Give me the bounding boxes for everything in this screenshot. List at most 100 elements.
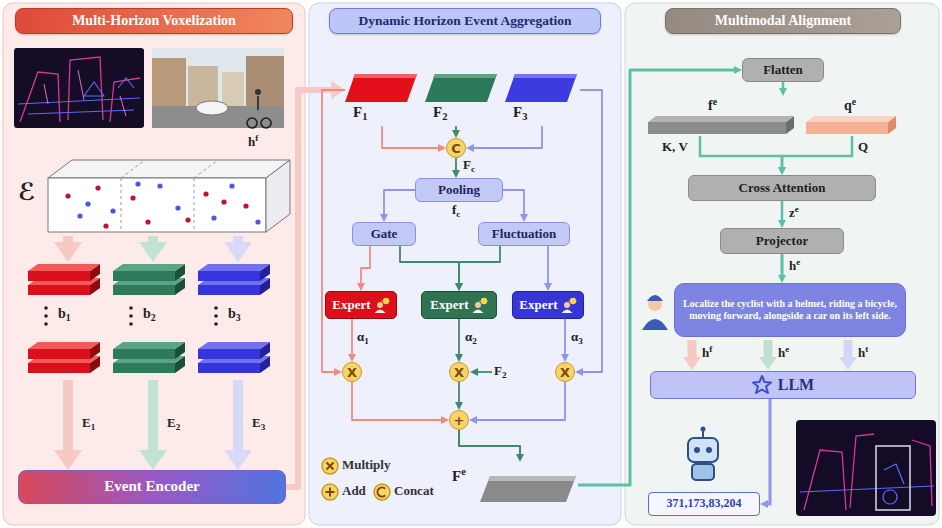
box-label: Gate <box>371 227 398 242</box>
add-circle: + <box>449 410 469 430</box>
multiply-circle: X <box>342 362 362 382</box>
vector-name: fe <box>708 96 717 114</box>
connector <box>352 382 449 424</box>
operator-symbol: X <box>560 366 570 379</box>
process-box: Flatten <box>742 58 824 82</box>
legend-symbols <box>322 458 390 500</box>
feature-name: F2 <box>433 104 447 123</box>
bin-count: b3 <box>228 306 241 323</box>
panel: Multi-Horizon Voxelizationℰb1 b2 b3Event E… <box>3 3 305 525</box>
panel: Dynamic Horizon Event AggregationF1F2F3C… <box>309 3 621 525</box>
voxel-stack: b2 <box>113 262 193 380</box>
panel: Multimodal AlignmentFlatten fe qeCross Att… <box>625 3 939 525</box>
token-bar: fe <box>648 96 796 136</box>
feature-map-shape <box>505 72 580 104</box>
edge-label: he <box>789 257 800 274</box>
connector <box>357 246 370 291</box>
panel-ground <box>625 3 939 525</box>
connector <box>452 158 460 178</box>
output-box: 371,173,83,204 <box>648 492 760 516</box>
panel-title: Multi-Horizon Voxelization <box>72 13 236 29</box>
math-label: hf <box>702 344 712 361</box>
legend-text: Add <box>342 484 366 499</box>
connector <box>224 380 252 470</box>
connector <box>139 380 167 470</box>
connector <box>778 136 852 175</box>
connector <box>322 90 345 376</box>
expert-box: Expert <box>512 291 584 319</box>
connector <box>380 190 415 222</box>
connector <box>700 136 786 175</box>
feature-name: F1 <box>353 104 367 123</box>
connector <box>400 246 463 291</box>
prompt-bubble: Localize the cyclist with a helmet, ridi… <box>674 283 906 337</box>
edge-label: Q <box>858 140 868 155</box>
feature-name: Fe <box>452 466 466 485</box>
connector <box>348 319 356 362</box>
person-icon <box>642 295 668 330</box>
edge-label: E1 <box>82 416 95 432</box>
expert-icon <box>374 297 390 313</box>
connector <box>54 380 82 470</box>
process-box: Projector <box>720 228 844 254</box>
prompt-text: Localize the cyclist with a helmet, ridi… <box>683 298 897 323</box>
connector <box>469 382 565 424</box>
connector <box>452 126 460 138</box>
event-volume: ℰ <box>18 156 292 236</box>
connector <box>778 254 786 283</box>
edge-label: E3 <box>252 416 265 432</box>
encoder-box: Event Encoder <box>18 470 286 504</box>
panel-title-bar: Multi-Horizon Voxelization <box>15 8 293 34</box>
robot-icon <box>688 427 718 481</box>
connector <box>455 319 463 362</box>
bin-count: b2 <box>143 306 156 323</box>
legend-text: Multiply <box>342 458 390 473</box>
voxel-stack: b1 <box>28 262 108 380</box>
expert-icon <box>561 297 577 313</box>
multiply-circle: X <box>555 362 575 382</box>
connector <box>466 126 542 152</box>
operator-symbol: C <box>451 142 461 155</box>
connector <box>459 430 524 462</box>
voxel-stack: b3 <box>198 262 278 380</box>
box-label: 371,173,83,204 <box>667 497 742 511</box>
edge-label: ze <box>789 204 799 221</box>
connector <box>54 236 82 262</box>
expert-box: Expert <box>325 291 397 319</box>
connector <box>455 382 463 410</box>
panel-title-bar: Dynamic Horizon Event Aggregation <box>329 8 601 34</box>
llm-box: LLM <box>650 371 916 399</box>
panel-ground <box>3 3 305 525</box>
box-label: Flatten <box>763 63 803 78</box>
token-bar-shape <box>806 116 898 136</box>
edge-label: E2 <box>167 416 180 432</box>
feature-map: F3 <box>505 72 580 126</box>
event-thumbnail <box>14 48 144 128</box>
operator-symbol: + <box>454 414 465 427</box>
edge-label: α2 <box>465 330 477 346</box>
panel-title: Dynamic Horizon Event Aggregation <box>358 13 571 29</box>
box-label: Fluctuation <box>492 227 556 242</box>
panel-title-bar: Multimodal Alignment <box>665 8 901 34</box>
concat-circle: C <box>446 138 466 158</box>
edge-label: Fc <box>463 158 475 174</box>
connector <box>503 190 528 222</box>
connector <box>544 246 552 291</box>
expert-icon <box>472 297 488 313</box>
feature-map-shape <box>345 72 420 104</box>
feature-map-shape <box>425 72 500 104</box>
box-label: Pooling <box>438 183 480 198</box>
connector <box>778 201 786 228</box>
edge-label: α3 <box>571 330 583 346</box>
connector <box>139 236 167 262</box>
legend-text: Concat <box>394 484 434 499</box>
box-label: Cross Attention <box>739 181 826 196</box>
query-bar: qe <box>806 96 898 136</box>
event-volume-drawing <box>18 156 292 236</box>
token-bar-shape <box>648 116 796 136</box>
box-label: LLM <box>778 376 814 394</box>
math-label: F2 <box>494 364 507 380</box>
edge-label: α1 <box>357 330 369 346</box>
expert-box: Expert <box>421 291 497 319</box>
